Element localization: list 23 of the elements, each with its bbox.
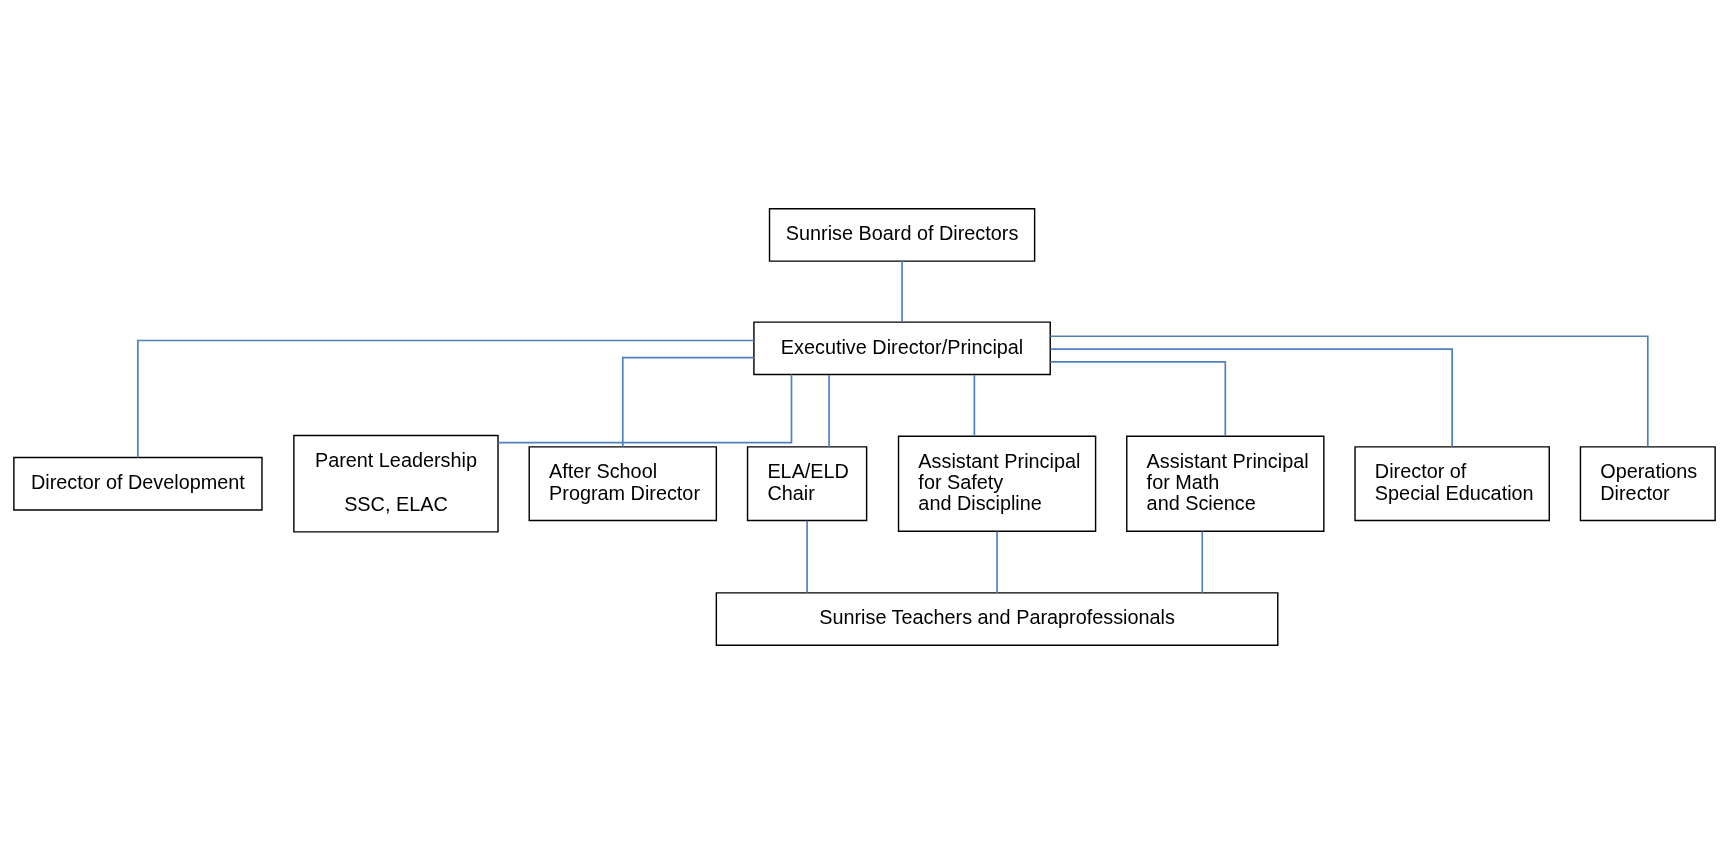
connector (901, 260, 903, 323)
node-box: Assistant Principal for Math and Science (1126, 435, 1325, 532)
connector (1049, 335, 1649, 448)
connector (621, 356, 755, 448)
node-box: Operations Director (1579, 446, 1716, 522)
connector (996, 530, 998, 594)
connector (973, 374, 976, 438)
node-box: After School Program Director (528, 446, 718, 522)
node-box: Director of Special Education (1354, 446, 1550, 522)
node-box: ELA/ELD Chair (746, 446, 868, 522)
node-box: Director of Development (13, 456, 263, 511)
node-box: Assistant Principal for Safety and Discipline (897, 435, 1097, 532)
connector (828, 374, 830, 448)
connector (1049, 360, 1227, 437)
node-box: Parent Leadership SSC, ELAC (293, 434, 499, 533)
node-box: Executive Director/Principal (753, 321, 1051, 376)
connector (497, 373, 793, 444)
node-box: Sunrise Board of Directors (768, 207, 1036, 262)
connector (1049, 348, 1453, 448)
connector (806, 519, 808, 594)
connector (137, 339, 755, 459)
node-box: Sunrise Teachers and Paraprofessionals (715, 592, 1279, 647)
connector (1201, 530, 1204, 594)
